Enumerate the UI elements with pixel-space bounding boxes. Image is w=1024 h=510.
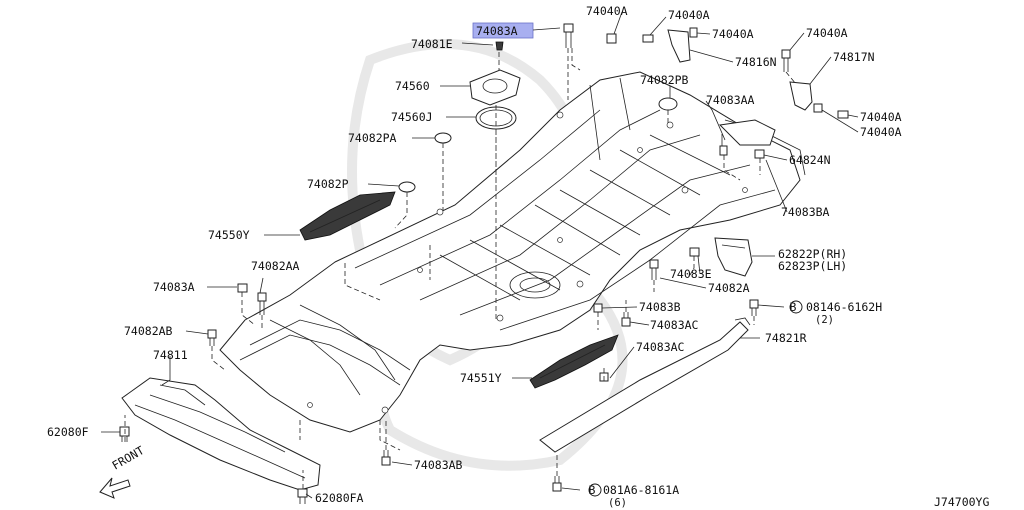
label-74560[interactable]: 74560 [395,79,430,93]
label-74082AA[interactable]: 74082AA [251,259,300,273]
rear-bracket-62822P[interactable] [714,237,753,277]
label-74560J[interactable]: 74560J [391,110,433,124]
bolt-marker-b-1 [789,300,803,314]
label-74083B[interactable]: 74083B [639,300,681,314]
label-74817N[interactable]: 74817N [833,50,875,64]
front-arrow-icon [99,477,131,499]
seal-plate-74560[interactable] [469,69,521,106]
plug-74082P[interactable] [398,181,416,193]
bolts[interactable] [119,23,849,504]
front-label: FRONT [110,443,147,472]
bracket-74816N[interactable] [667,29,691,63]
label-74083AA[interactable]: 74083AA [706,93,755,107]
bolt-marker-b-1-text: B [790,300,797,314]
label-081A6-qty: (6) [608,497,627,509]
label-74040A-3[interactable]: 74040A [712,27,754,41]
label-74811[interactable]: 74811 [153,348,188,362]
floor-panel-74811[interactable] [219,71,806,433]
front-under-cover[interactable] [121,377,321,491]
label-64824N[interactable]: 64824N [789,153,831,167]
label-74040A-6[interactable]: 74040A [860,125,902,139]
label-62822P[interactable]: 62822P(RH) [778,247,847,261]
label-74040A-4[interactable]: 74040A [806,26,848,40]
label-74083BA[interactable]: 74083BA [781,205,830,219]
label-74083E[interactable]: 74083E [670,267,712,281]
label-74083AC-2[interactable]: 74083AC [636,340,685,354]
diagram-code: J74700YG [934,495,989,509]
label-74082PB[interactable]: 74082PB [640,73,689,87]
label-74550Y[interactable]: 74550Y [208,228,250,242]
label-08146-6162H[interactable]: 08146-6162H [806,300,882,314]
plug-74082PA[interactable] [434,132,452,144]
label-74083A-top[interactable]: 74083A [476,24,518,38]
label-62080FA[interactable]: 62080FA [315,491,364,505]
bolt-marker-b-2-text: B [589,483,596,497]
bracket-74817N[interactable] [789,81,813,111]
label-74551Y[interactable]: 74551Y [460,371,502,385]
label-74082P[interactable]: 74082P [307,177,349,191]
assembly-lines [124,48,797,489]
label-74083A-left[interactable]: 74083A [153,280,195,294]
label-62823P[interactable]: 62823P(LH) [778,259,847,273]
label-74821R[interactable]: 74821R [765,331,807,345]
label-74083AB[interactable]: 74083AB [414,458,463,472]
label-081A6-8161A[interactable]: 081A6-8161A [603,483,679,497]
side-cover-74551Y[interactable] [529,334,619,389]
bolt-marker-b-2 [588,483,602,497]
label-74816N[interactable]: 74816N [735,55,777,69]
label-74082AB[interactable]: 74082AB [124,324,173,338]
label-74081E[interactable]: 74081E [411,37,453,51]
leader-lines [101,11,859,499]
label-74083AC-1[interactable]: 74083AC [650,318,699,332]
label-08146-qty: (2) [815,314,834,326]
plug-74082PB[interactable] [658,97,678,111]
label-74040A-5[interactable]: 74040A [860,110,902,124]
label-74082A[interactable]: 74082A [708,281,750,295]
label-74040A-1[interactable]: 74040A [586,4,628,18]
label-62080F[interactable]: 62080F [47,425,89,439]
highlight-box [472,22,534,39]
side-cover-74550Y[interactable] [299,191,396,241]
rear-reinforcement-74821R[interactable] [539,317,751,453]
heat-shield-64824N[interactable] [718,119,776,146]
label-74082PA[interactable]: 74082PA [348,131,397,145]
label-74040A-2[interactable]: 74040A [668,8,710,22]
